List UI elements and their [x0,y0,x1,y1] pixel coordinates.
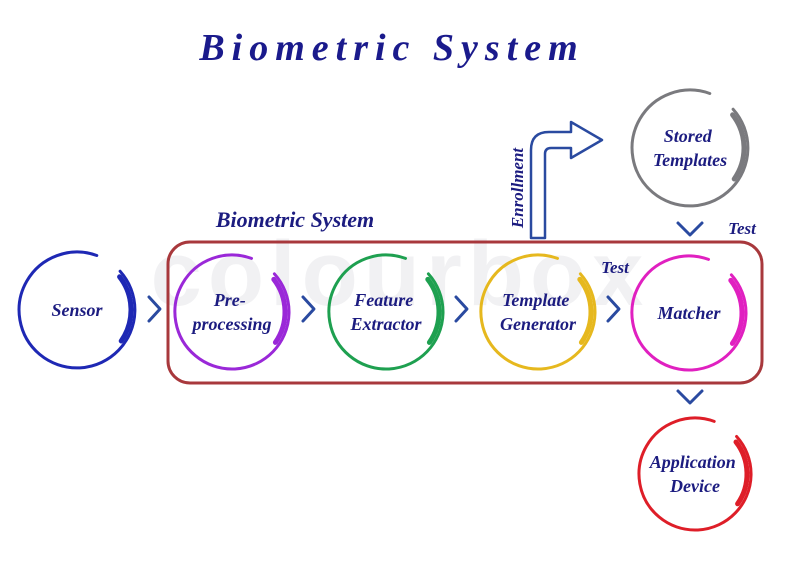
edge-label-test-stored-to-matcher: Test [728,219,757,238]
matcher-circle [630,254,748,372]
feature-extractor-label-line-1: Feature [353,290,413,310]
feature-extractor-circle [327,253,445,371]
node-preprocessing: Pre- processing [173,253,291,371]
matcher-label: Matcher [657,303,722,323]
preprocessing-circle-stroke-tail [271,276,288,345]
template-generator-circle [479,253,597,371]
feature-extractor-label: Feature Extractor [349,290,422,334]
stored-templates-circle [630,88,750,208]
preprocessing-label-line-2: processing [190,314,271,334]
chevron-right-icon-feature-to-template [454,295,469,323]
chevron-right-icon-preprocessing-to-feature [301,295,316,323]
node-sensor: Sensor [17,250,137,370]
chevron-right-icon-template-to-matcher [606,295,621,323]
sensor-label-line: Sensor [51,300,103,320]
template-generator-label: Template Generator [500,290,577,334]
edge-label-test-template-to-matcher: Test [601,258,630,277]
application-device-circle-stroke-tail [733,439,750,507]
preprocessing-label-line-1: Pre- [213,290,246,310]
chevron-down-icon-stored-to-matcher [676,221,704,237]
chevron-down-icon-matcher-to-application [676,389,704,405]
stored-templates-label-line-2: Templates [653,150,727,170]
edge-label-enrollment: Enrollment [508,147,527,230]
sensor-circle-stroke-tail [117,274,134,344]
node-application-device: Application Device [637,416,753,532]
stored-templates-circle-stroke-tail [730,112,747,182]
sensor-circle [17,250,137,370]
application-device-label-line-1: Application [649,452,736,472]
matcher-label-line: Matcher [657,303,722,323]
biometric-system-group-box [166,240,764,385]
template-generator-label-line-2: Generator [500,314,577,334]
group-label: Biometric System [215,207,374,232]
preprocessing-circle [173,253,291,371]
watermark: colourbox [151,223,650,325]
node-feature-extractor: Feature Extractor [327,253,445,371]
page-title: Biometric System [198,27,584,69]
node-matcher: Matcher [630,254,748,372]
stored-templates-label: Stored Templates [653,126,727,170]
sensor-label: Sensor [51,300,103,320]
node-template-generator: Template Generator [479,253,597,371]
feature-extractor-label-line-2: Extractor [349,314,422,334]
chevron-right-icon-sensor-to-preprocessing [147,295,162,323]
node-stored-templates: Stored Templates [630,88,750,208]
application-device-label: Application Device [649,452,741,496]
application-device-label-line-2: Device [669,476,720,496]
template-generator-circle-stroke-tail [577,276,594,345]
preprocessing-label: Pre- processing [190,290,271,334]
feature-extractor-circle-stroke-tail [425,276,442,345]
enrollment-arrow-icon [529,120,604,240]
application-device-circle [637,416,753,532]
stored-templates-label-line-1: Stored [664,126,713,146]
template-generator-label-line-1: Template [502,290,569,310]
matcher-circle-stroke-tail [728,277,745,346]
